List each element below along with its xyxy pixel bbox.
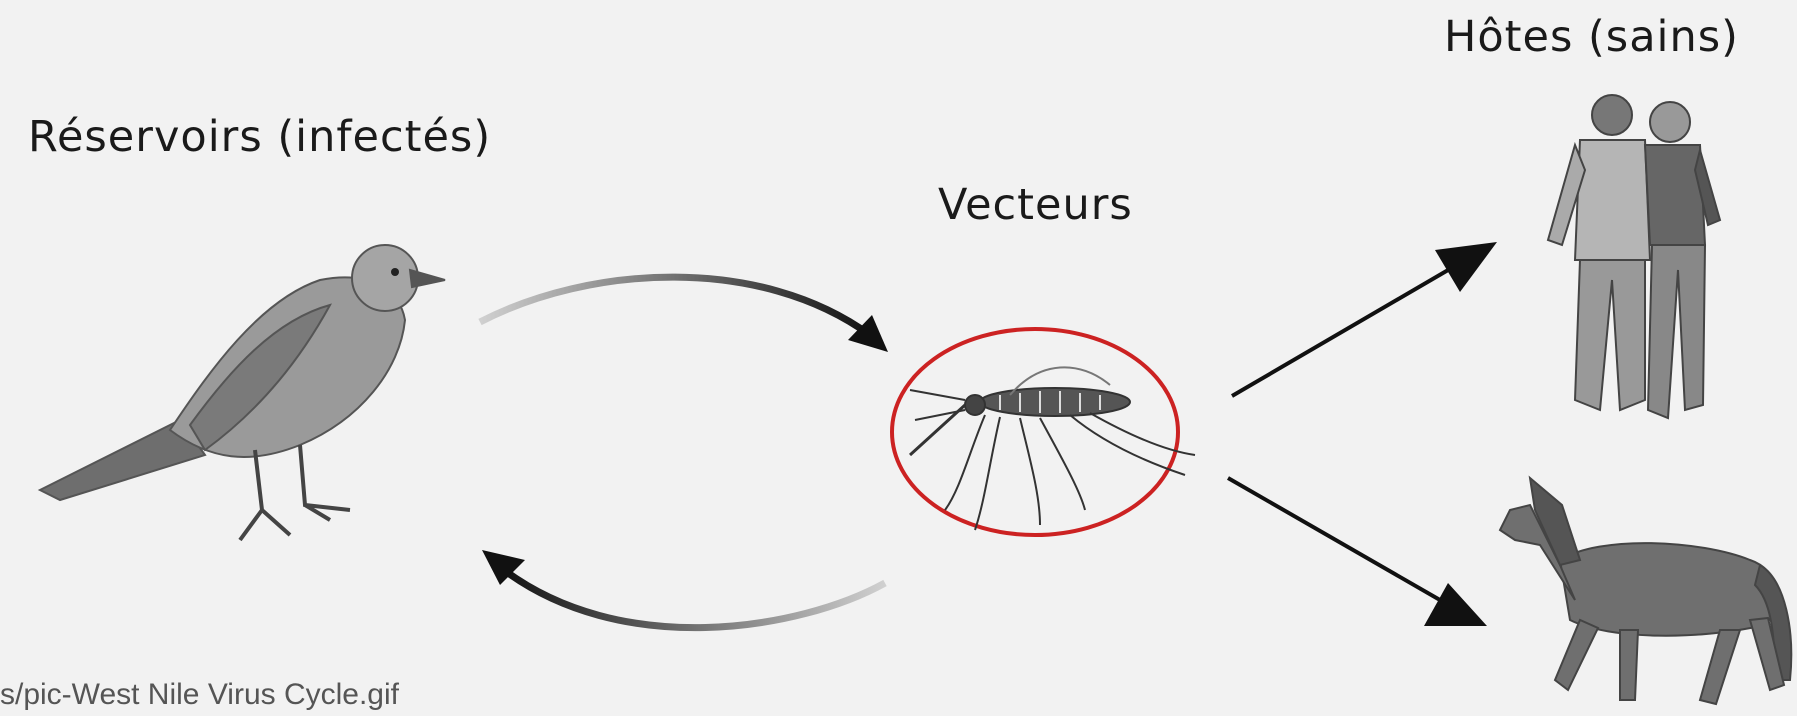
arrow-vector-to-humans <box>1232 242 1497 396</box>
horse-icon <box>1500 478 1791 704</box>
arrow-vector-to-horse <box>1228 478 1487 626</box>
mosquito-icon <box>910 367 1195 530</box>
bird-icon <box>40 245 445 540</box>
arrow-vector-to-reservoir <box>482 550 885 628</box>
arrow-reservoir-to-vector <box>480 277 888 352</box>
humans-icon <box>1548 95 1720 418</box>
